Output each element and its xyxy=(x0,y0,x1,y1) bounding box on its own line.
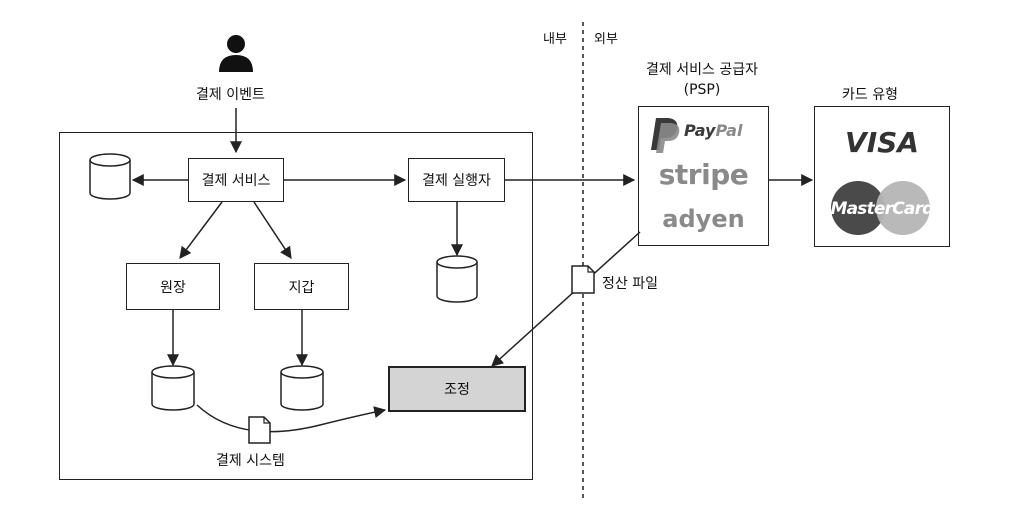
database-icon xyxy=(151,365,195,411)
wallet-node: 지갑 xyxy=(254,263,349,310)
stripe-logo: stripe xyxy=(658,158,749,191)
paypal-pal-text: Pal xyxy=(715,121,743,140)
paypal-logo: PayPal xyxy=(684,121,742,140)
psp-title-line1: 결제 서비스 공급자 xyxy=(646,62,758,78)
payment-service-node: 결제 서비스 xyxy=(188,158,284,202)
curve-db-to-reconciliation xyxy=(196,404,387,433)
ledger-node: 원장 xyxy=(126,263,220,310)
payment-event-label: 결제 이벤트 xyxy=(196,87,265,103)
paypal-icon xyxy=(651,118,680,153)
psp-box xyxy=(638,106,769,246)
psp-title-line2: (PSP) xyxy=(683,82,721,98)
card-types-box xyxy=(814,106,950,247)
payment-system-frame xyxy=(59,132,533,480)
payment-executor-node: 결제 실행자 xyxy=(408,158,505,202)
mastercard-text: MasterCard xyxy=(830,199,934,219)
database-icon xyxy=(89,153,131,200)
mastercard-logo xyxy=(831,181,930,235)
document-icon xyxy=(571,265,595,294)
inside-label: 내부 xyxy=(543,32,567,47)
arrow-psp-to-reconciliation xyxy=(491,231,641,367)
document-icon xyxy=(248,416,271,444)
database-icon xyxy=(436,255,478,303)
payment-system-label: 결제 시스템 xyxy=(216,453,285,469)
card-types-label: 카드 유형 xyxy=(842,87,898,103)
adyen-logo: adyen xyxy=(662,205,745,233)
visa-logo: VISA xyxy=(845,126,919,159)
outside-label: 외부 xyxy=(594,32,618,47)
arrow-service-to-wallet xyxy=(253,201,292,260)
psp-title: 결제 서비스 공급자 (PSP) xyxy=(620,60,784,100)
database-icon xyxy=(280,365,324,411)
settlement-file-label: 정산 파일 xyxy=(602,276,658,292)
user-icon xyxy=(219,35,253,72)
arrow-service-to-ledger xyxy=(179,201,223,259)
reconciliation-node: 조정 xyxy=(388,366,526,412)
paypal-pay-text: Pay xyxy=(684,121,716,140)
